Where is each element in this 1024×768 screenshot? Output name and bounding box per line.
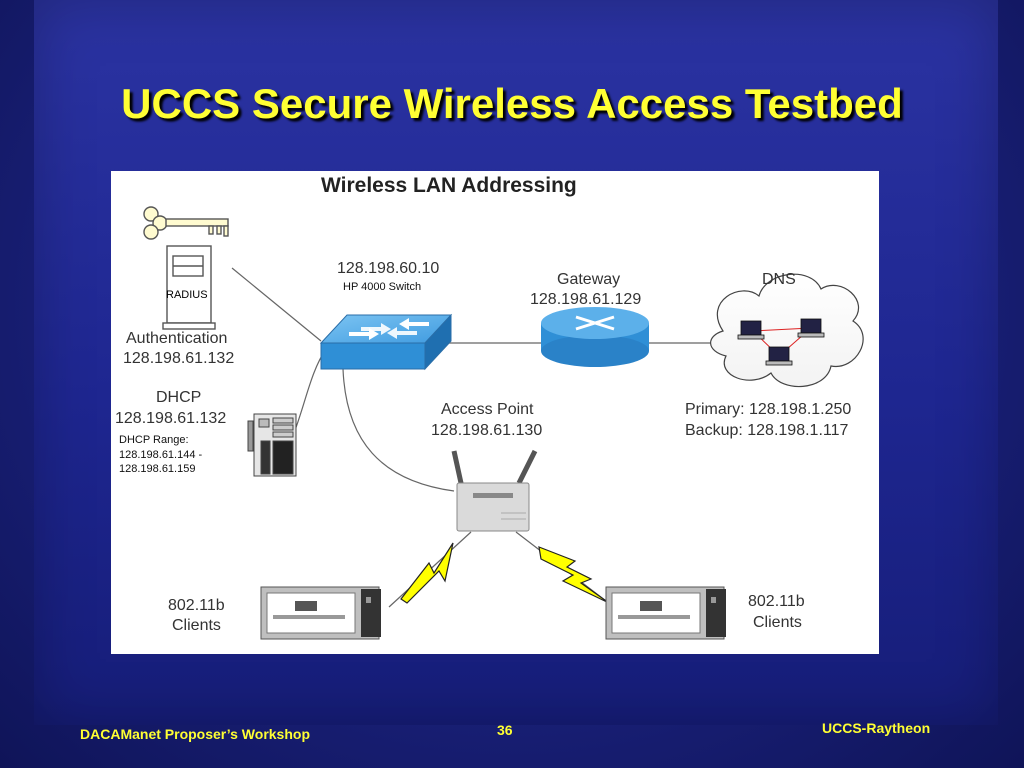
switch-ip: 128.198.60.10 bbox=[337, 260, 440, 277]
radius-ip: 128.198.61.132 bbox=[123, 350, 235, 367]
client-right-line1: 802.11b bbox=[748, 593, 805, 610]
gateway-ip: 128.198.61.129 bbox=[530, 291, 642, 308]
dns-computer-icons bbox=[737, 318, 825, 366]
footer-left-text: DACAManet Proposer’s Workshop bbox=[80, 726, 310, 742]
page-number: 36 bbox=[497, 722, 513, 738]
router-icon bbox=[541, 307, 649, 367]
radius-role: Authentication bbox=[126, 330, 228, 347]
client-left-line1: 802.11b bbox=[168, 597, 225, 614]
wireless-signal-icons bbox=[400, 542, 610, 604]
switch-model: HP 4000 Switch bbox=[343, 281, 422, 293]
gateway-role: Gateway bbox=[557, 271, 621, 288]
dns-cloud-icon bbox=[710, 273, 864, 387]
dhcp-range-end: 128.198.61.159 bbox=[119, 463, 196, 475]
client-right-line2: Clients bbox=[753, 614, 802, 631]
lightning-left-icon bbox=[400, 542, 454, 604]
dns-primary: Primary: 128.198.1.250 bbox=[685, 401, 852, 418]
access-point-icon bbox=[451, 449, 538, 532]
slide-title: UCCS Secure Wireless Access Testbed bbox=[121, 80, 903, 127]
diagram-heading: Wireless LAN Addressing bbox=[321, 174, 577, 197]
diagram-graphics bbox=[143, 206, 864, 640]
dhcp-ip: 128.198.61.132 bbox=[115, 410, 227, 427]
dhcp-range-label: DHCP Range: bbox=[119, 434, 189, 446]
dns-role: DNS bbox=[762, 271, 796, 288]
link-radius-switch bbox=[231, 267, 322, 342]
lightning-right-icon bbox=[538, 546, 610, 604]
switch-icon bbox=[319, 313, 453, 371]
client-card-left-icon bbox=[260, 586, 381, 640]
network-diagram: Wireless LAN Addressing RADIUS Authentic… bbox=[111, 171, 879, 654]
dhcp-server-icon bbox=[247, 413, 297, 477]
access-point-ip: 128.198.61.130 bbox=[431, 422, 543, 439]
access-point-role: Access Point bbox=[441, 401, 534, 418]
link-switch-accesspoint bbox=[342, 368, 455, 492]
radius-label: RADIUS bbox=[166, 289, 208, 301]
key-icon bbox=[143, 206, 229, 240]
radius-server-icon bbox=[162, 245, 216, 330]
dhcp-role: DHCP bbox=[156, 389, 202, 406]
dhcp-range-start: 128.198.61.144 - bbox=[119, 449, 203, 461]
client-card-right-icon bbox=[605, 586, 726, 640]
client-left-line2: Clients bbox=[172, 617, 221, 634]
footer-right-text: UCCS-Raytheon bbox=[822, 720, 931, 736]
dns-backup: Backup: 128.198.1.117 bbox=[685, 422, 849, 439]
